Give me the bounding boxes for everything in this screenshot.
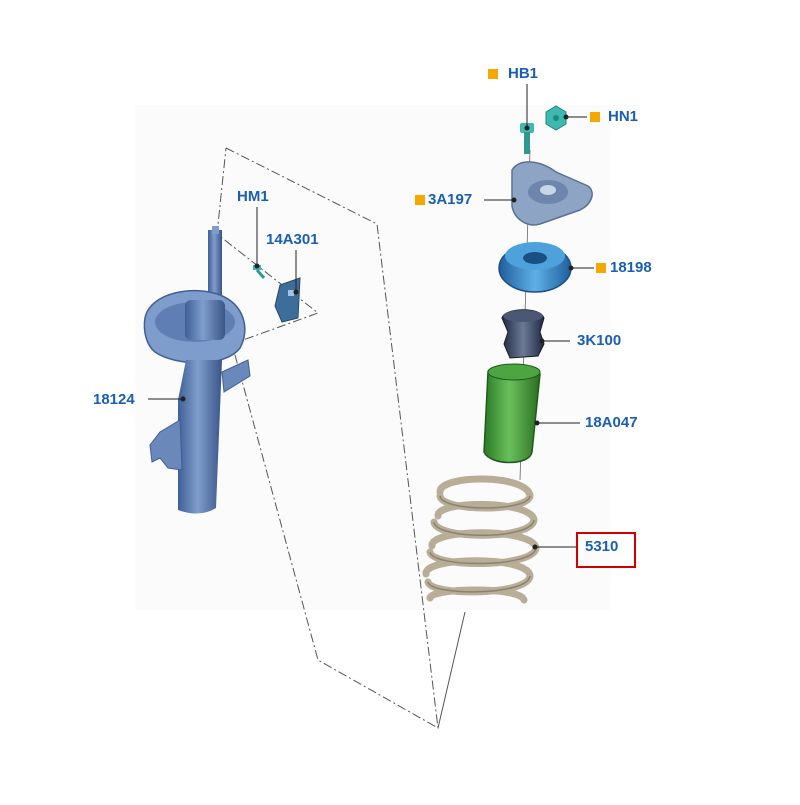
strut-bracket: [149, 419, 183, 471]
strut-assembly: [143, 226, 251, 514]
marker-18198: [596, 263, 606, 273]
hn1-nut: [545, 105, 567, 131]
dust-boot: [483, 363, 541, 464]
spring-centerline: [437, 611, 466, 729]
piston-rod: [208, 230, 222, 310]
strut-tab: [221, 359, 251, 393]
strut-body: [178, 360, 222, 514]
label-hm1: HM1: [237, 188, 269, 205]
marker-hn1: [590, 112, 600, 122]
label-18124: 18124: [93, 391, 135, 408]
top-mount: [511, 161, 593, 226]
coil-spring-shade: [427, 495, 537, 593]
label-18a047: 18A047: [585, 414, 638, 431]
bump-stop: [501, 309, 545, 359]
label-hb1: HB1: [508, 65, 539, 82]
marker-hb1: [488, 69, 498, 79]
leader-lines: [148, 84, 594, 548]
highlight-box-5310: [576, 532, 636, 568]
rod-tip: [212, 226, 219, 234]
marker-3a197: [415, 195, 425, 205]
label-18198: 18198: [610, 259, 652, 276]
label-14a301: 14A301: [266, 231, 319, 248]
leader-dots: [180, 114, 574, 550]
bearing: [498, 242, 572, 293]
strut-body-top: [185, 300, 225, 340]
link-bracket: [274, 277, 301, 323]
label-3k100: 3K100: [577, 332, 622, 349]
label-5310[interactable]: 5310: [585, 538, 619, 555]
label-3a197: 3A197: [428, 191, 473, 208]
label-hn1: HN1: [608, 108, 639, 125]
